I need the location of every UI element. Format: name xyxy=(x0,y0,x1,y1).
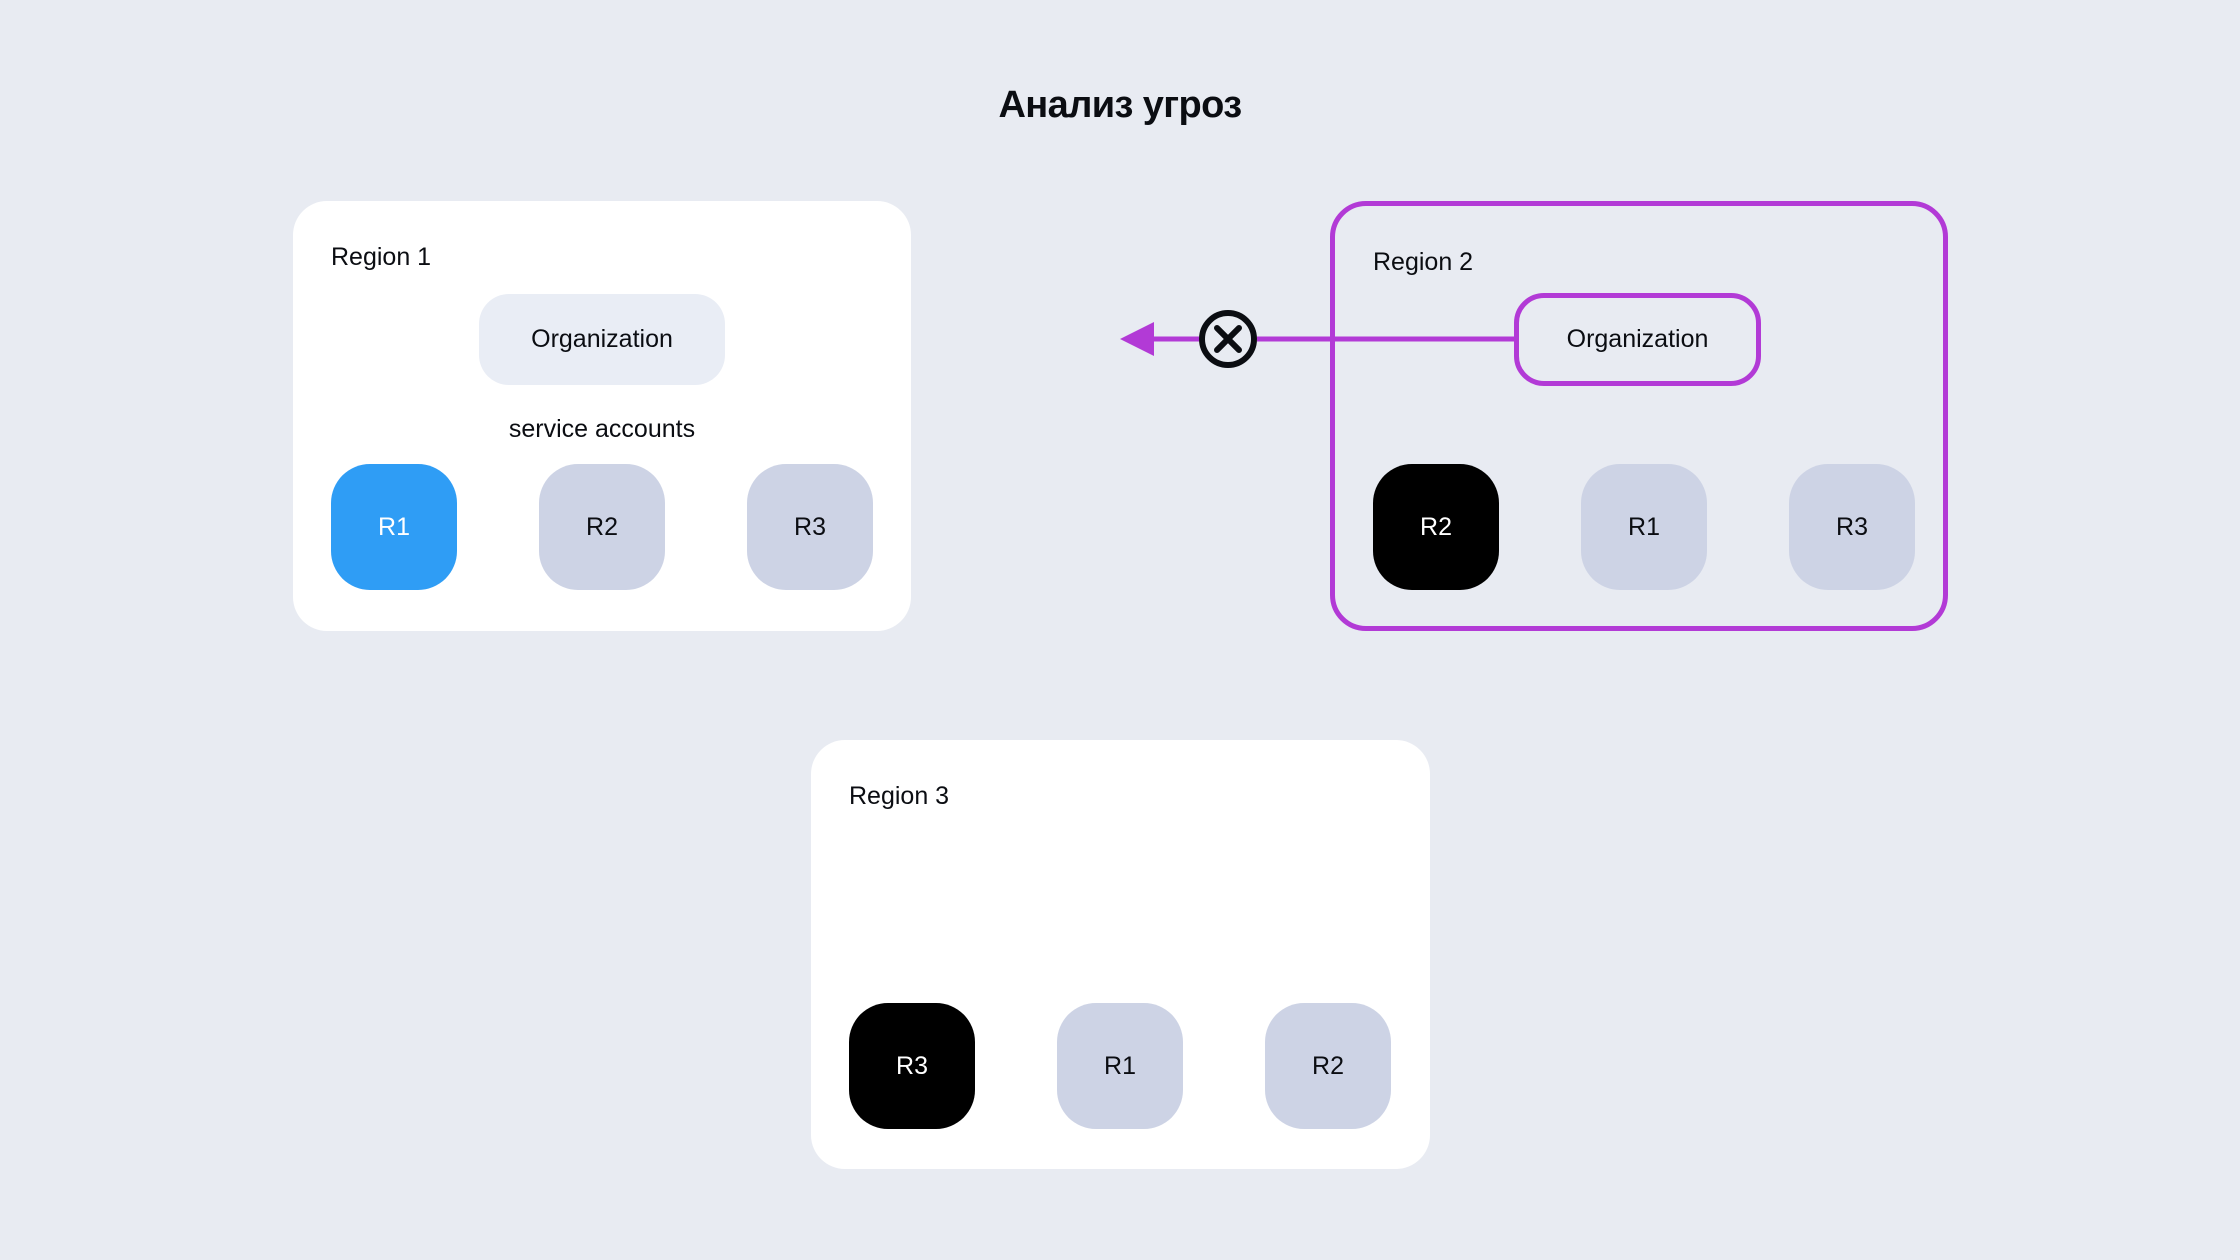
account-label: R3 xyxy=(1836,512,1868,541)
region-3-label: Region 3 xyxy=(849,782,950,810)
threat-arrow xyxy=(1120,310,1516,368)
account-label: R2 xyxy=(1420,512,1452,541)
region-1-accounts-row: R1 R2 R3 xyxy=(293,464,911,590)
account-box-r2: R2 xyxy=(1265,1003,1391,1129)
page-title: Анализ угроз xyxy=(998,84,1242,126)
region-2-accounts-row: R2 R1 R3 xyxy=(1335,464,1943,590)
region-3-accounts-row: R3 R1 R2 xyxy=(811,1003,1430,1129)
account-box-r1: R1 xyxy=(1581,464,1707,590)
account-box-r1: R1 xyxy=(1057,1003,1183,1129)
organization-label: Organization xyxy=(531,325,673,353)
region-2-organization-pill: Organization xyxy=(1514,293,1761,386)
account-label: R1 xyxy=(378,512,410,541)
account-box-r3: R3 xyxy=(849,1003,975,1129)
account-box-r1: R1 xyxy=(331,464,457,590)
region-1-label: Region 1 xyxy=(331,243,432,271)
arrow-head-icon xyxy=(1120,322,1154,356)
account-label: R3 xyxy=(896,1051,928,1080)
account-box-r3: R3 xyxy=(1789,464,1915,590)
region-1-card: Region 1 Organization service accounts R… xyxy=(293,201,911,631)
region-3-card: Region 3 R3 R1 R2 xyxy=(811,740,1430,1169)
region-1-organization-pill: Organization xyxy=(479,294,725,385)
account-label: R1 xyxy=(1628,512,1660,541)
region-2-card: Region 2 Organization R2 R1 R3 xyxy=(1330,201,1948,631)
account-label: R3 xyxy=(794,512,826,541)
organization-label: Organization xyxy=(1566,325,1709,353)
account-label: R1 xyxy=(1104,1051,1136,1080)
account-box-r2: R2 xyxy=(1373,464,1499,590)
account-box-r2: R2 xyxy=(539,464,665,590)
account-label: R2 xyxy=(1312,1051,1344,1080)
account-box-r3: R3 xyxy=(747,464,873,590)
cross-mark-icon xyxy=(1214,325,1242,353)
service-accounts-label: service accounts xyxy=(508,415,696,443)
account-label: R2 xyxy=(586,512,618,541)
region-2-label: Region 2 xyxy=(1373,248,1474,276)
